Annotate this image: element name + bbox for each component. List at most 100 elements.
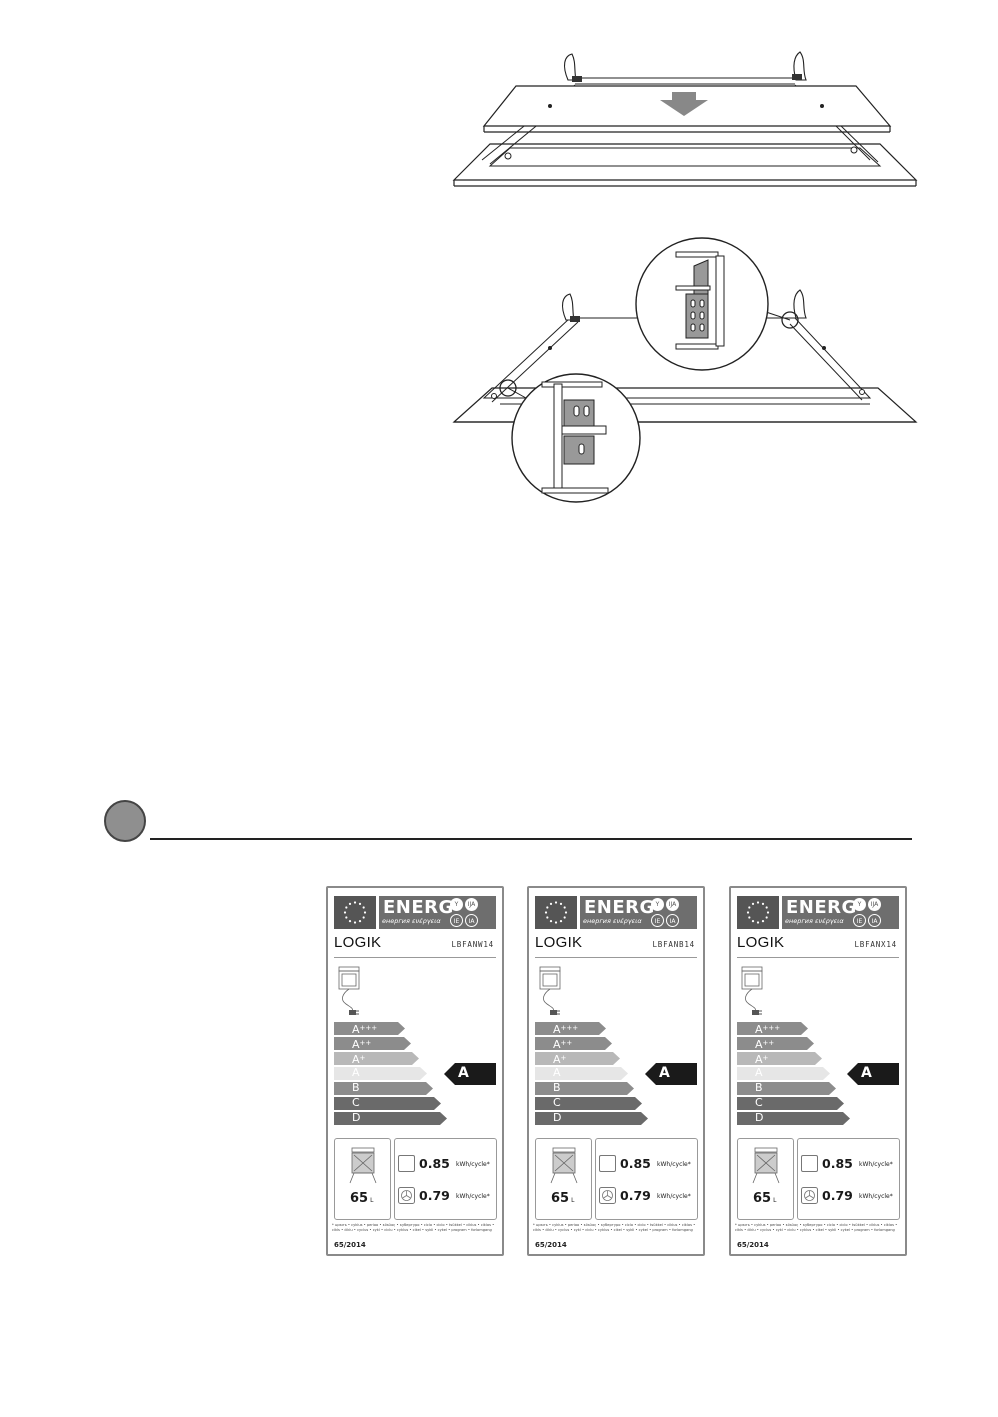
section-number-badge — [104, 800, 146, 842]
language-code: IJA — [666, 898, 679, 911]
energy-class-label: A — [352, 1066, 360, 1079]
header-divider — [737, 957, 899, 958]
energy-label-header: ENERG енергия ενέργεια Y IJA IE IA — [334, 896, 496, 929]
energy-class-bar: A — [535, 1066, 629, 1080]
energy-label-header: ENERG енергия ενέργεια Y IJA IE IA — [535, 896, 697, 929]
energy-class-label: A+ — [352, 1053, 366, 1066]
energy-class-bar: A++ — [535, 1037, 613, 1051]
energy-consumption-panel: 0.85 kWh/cycle* 0.79 kWh/cycle* — [394, 1138, 497, 1220]
brand-logo: LOGIK — [334, 934, 382, 951]
energy-label: ENERG енергия ενέργεια Y IJA IE IA LOGIK… — [326, 886, 504, 1256]
energy-wordmark: ENERG енергия ενέργεια Y IJA IE IA — [379, 896, 496, 929]
energy-consumption-panel: 0.85 kWh/cycle* 0.79 kWh/cycle* — [797, 1138, 900, 1220]
energy-rating-value: A — [458, 1065, 469, 1081]
electric-oven-icon — [539, 966, 561, 1015]
energy-class-scale: A+++ A++ A+ A B C — [737, 1022, 857, 1126]
language-code: IJA — [868, 898, 881, 911]
eu-flag-icon — [334, 896, 376, 929]
kwh-unit: kWh/cycle* — [859, 1193, 893, 1200]
fan-heating-icon — [801, 1187, 818, 1204]
energy-class-bar: C — [334, 1096, 442, 1110]
energy-class-label: D — [352, 1111, 361, 1124]
energy-class-bar: B — [334, 1081, 434, 1095]
brand-logo: LOGIK — [737, 934, 785, 951]
energy-class-label: A — [553, 1066, 561, 1079]
energy-rating-arrow: A — [645, 1063, 697, 1085]
electric-oven-icon — [338, 966, 360, 1015]
language-code: IJA — [465, 898, 478, 911]
brand-logo: LOGIK — [535, 934, 583, 951]
energy-class-bar: A++ — [334, 1037, 412, 1051]
energy-class-label: A+ — [755, 1053, 769, 1066]
energy-word: ENERG — [786, 897, 857, 918]
conventional-mode-consumption: 0.85 kWh/cycle* — [801, 1155, 899, 1175]
kwh-unit: kWh/cycle* — [859, 1161, 893, 1168]
conventional-heating-icon — [398, 1155, 415, 1172]
language-code: IA — [666, 914, 679, 927]
language-code: IA — [868, 914, 881, 927]
conventional-kwh-value: 0.85 — [822, 1156, 853, 1171]
kwh-unit: kWh/cycle* — [456, 1161, 490, 1168]
energy-class-bar: A+ — [737, 1052, 823, 1066]
kwh-unit: kWh/cycle* — [657, 1193, 691, 1200]
energy-subtitle: енергия ενέργεια — [583, 917, 642, 925]
energy-class-label: C — [755, 1096, 763, 1109]
energy-class-bar: B — [535, 1081, 635, 1095]
section-divider-line — [150, 838, 912, 840]
conventional-kwh-value: 0.85 — [620, 1156, 651, 1171]
eu-flag-icon — [737, 896, 779, 929]
energy-label-header: ENERG енергия ενέργεια Y IJA IE IA — [737, 896, 899, 929]
energy-class-bar: A+++ — [334, 1022, 406, 1036]
energy-class-label: B — [755, 1081, 763, 1094]
energy-class-bar: A+ — [535, 1052, 621, 1066]
energy-wordmark: ENERG енергия ενέργεια Y IJA IE IA — [580, 896, 697, 929]
energy-label: ENERG енергия ενέργεια Y IJA IE IA LOGIK… — [729, 886, 907, 1256]
energy-class-label: B — [352, 1081, 360, 1094]
energy-class-bar: D — [535, 1111, 649, 1125]
model-number: LBFANX14 — [854, 940, 897, 949]
conventional-mode-consumption: 0.85 kWh/cycle* — [398, 1155, 496, 1175]
conventional-kwh-value: 0.85 — [419, 1156, 450, 1171]
fan-kwh-value: 0.79 — [419, 1188, 450, 1203]
kwh-unit: kWh/cycle* — [456, 1193, 490, 1200]
energy-class-bar: A++ — [737, 1037, 815, 1051]
energy-class-label: A+++ — [755, 1023, 781, 1036]
energy-class-scale: A+++ A++ A+ A B C — [334, 1022, 454, 1126]
energy-class-bar: A+ — [334, 1052, 420, 1066]
energy-rating-arrow: A — [847, 1063, 899, 1085]
language-code: Y — [853, 898, 866, 911]
conventional-heating-icon — [801, 1155, 818, 1172]
energy-class-bar: C — [535, 1096, 643, 1110]
fan-kwh-value: 0.79 — [822, 1188, 853, 1203]
language-code: IE — [853, 914, 866, 927]
electric-oven-icon — [741, 966, 763, 1015]
energy-class-label: A++ — [553, 1038, 573, 1051]
energy-class-bar: C — [737, 1096, 845, 1110]
fan-mode-consumption: 0.79 kWh/cycle* — [599, 1187, 697, 1207]
fan-heating-icon — [599, 1187, 616, 1204]
energy-rating-value: A — [659, 1065, 670, 1081]
energy-class-bar: A+++ — [535, 1022, 607, 1036]
oven-cavity-icon — [752, 1147, 780, 1184]
energy-class-label: C — [352, 1096, 360, 1109]
energy-class-bar: D — [737, 1111, 851, 1125]
language-code: IA — [465, 914, 478, 927]
energy-class-bar: B — [737, 1081, 837, 1095]
energy-class-bar: D — [334, 1111, 448, 1125]
energy-label: ENERG енергия ενέργεια Y IJA IE IA LOGIK… — [527, 886, 705, 1256]
header-divider — [334, 957, 496, 958]
energy-class-label: A++ — [352, 1038, 372, 1051]
language-code: Y — [651, 898, 664, 911]
fan-mode-consumption: 0.79 kWh/cycle* — [801, 1187, 899, 1207]
language-code: IE — [651, 914, 664, 927]
energy-class-label: A+ — [553, 1053, 567, 1066]
header-divider — [535, 957, 697, 958]
cycle-footnote: * циклъ • cyklus • perioo • κύκλος • куб… — [332, 1223, 495, 1232]
conventional-heating-icon — [599, 1155, 616, 1172]
panel-lowering-diagram — [452, 51, 918, 187]
energy-class-label: C — [553, 1096, 561, 1109]
